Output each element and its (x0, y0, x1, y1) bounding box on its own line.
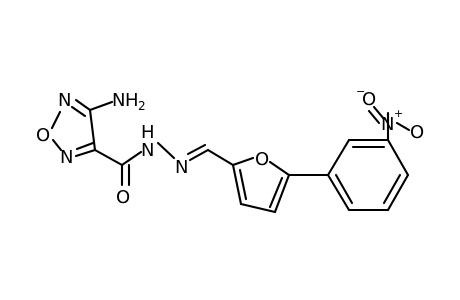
bond-nitro-o-upper-double (372, 105, 386, 121)
bond-furan-c4-c3 (239, 202, 277, 214)
bond-furan-c3-c2-inner (238, 168, 248, 201)
atom-carbonyl-o: O (116, 187, 130, 208)
bond-c3-carbonyl (93, 148, 124, 167)
atom-hydrazide-h: H (141, 122, 155, 143)
bond-n2-c3 (74, 148, 97, 158)
bond-ph-c6-c1 (326, 173, 351, 212)
bond-n-ch-double (186, 143, 207, 156)
bond-c4-n1 (74, 98, 92, 112)
atom-furan-o: O (255, 149, 269, 170)
atom-ring-n-bottom: N (60, 147, 73, 168)
bond-c3-c4 (88, 108, 97, 152)
bond-ph-c1-c2 (326, 138, 351, 177)
bond-c4-nh2 (88, 100, 114, 112)
bond-n1-o (50, 110, 62, 130)
atom-nitro-o-upper: O (362, 89, 376, 110)
bond-nh-n (156, 141, 176, 160)
bond-furan-c2-o (231, 156, 255, 167)
bond-layer (50, 98, 411, 214)
bond-furan-c5-c4-inner (268, 176, 284, 209)
bond-c4-n1-double (70, 105, 87, 118)
atom-nitro-n: N (381, 114, 394, 135)
bond-ch-furan (206, 148, 235, 167)
atom-label-layer: N H 2 N O N O N H N O N + O − O (36, 85, 424, 208)
atom-amino-subscript: 2 (138, 99, 146, 113)
bond-ph-c4-c5 (386, 173, 410, 212)
bond-ph-c4-c5-inner (382, 173, 402, 205)
bond-o-n2 (51, 138, 63, 152)
atom-hydrazide-n: N (141, 140, 154, 161)
bond-ph-c6-c1-inner (334, 173, 354, 205)
bond-furan-c3-c2 (231, 163, 243, 206)
atom-imine-n: N (175, 157, 188, 178)
bond-carbonyl-nh (120, 150, 143, 167)
bond-n-ch (188, 148, 210, 162)
atom-nitro-o-right: O (410, 122, 424, 143)
atom-ring-o: O (36, 125, 50, 146)
bond-ph-c3-c4 (386, 138, 410, 177)
atom-amino-h: H (125, 90, 139, 111)
nitro-n-plus-charge: + (394, 107, 403, 120)
bond-nitro-o-upper (367, 109, 381, 125)
bond-n2-c3-double (75, 141, 95, 151)
atom-ring-n-top: N (58, 90, 71, 111)
bond-nitro-o-right (395, 121, 411, 132)
nitro-o-minus-charge: − (356, 85, 365, 98)
atom-amino-n: N (112, 90, 125, 111)
bond-furan-c5-c4 (273, 173, 291, 214)
bond-furan-o-c5 (268, 160, 291, 177)
